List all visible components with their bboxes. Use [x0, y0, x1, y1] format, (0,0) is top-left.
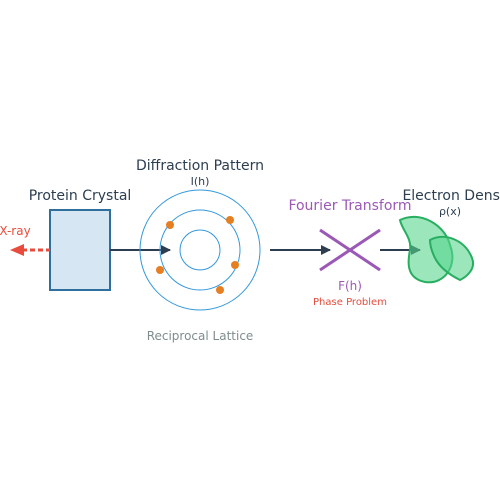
structure-factor-label: F(h)	[338, 279, 362, 293]
fourier-transform-label: Fourier Transform	[288, 198, 411, 214]
diffraction-spot	[216, 286, 224, 294]
diffraction-rings	[139, 189, 261, 311]
fourier-cross-icon	[319, 228, 381, 272]
rho-label: ρ(x)	[439, 205, 461, 218]
diffraction-spot	[231, 261, 239, 269]
crystal-box	[49, 209, 111, 291]
diffraction-title: Diffraction Pattern	[136, 158, 264, 174]
diffraction-spot	[166, 221, 174, 229]
xray-arrow-icon	[10, 244, 24, 256]
density-lobe-right	[428, 235, 474, 282]
ring-inner	[179, 229, 221, 271]
xray-label: X-ray	[0, 224, 31, 238]
intensity-label: I(h)	[191, 175, 210, 188]
electron-density-label: Electron Density	[402, 188, 500, 204]
protein-crystal-label: Protein Crystal	[29, 188, 132, 204]
ring-outer	[139, 189, 261, 311]
ring-middle	[159, 209, 241, 291]
electron-density-blob-icon	[398, 215, 474, 284]
phase-problem-label: Phase Problem	[313, 297, 387, 308]
fourier-cross-line-2	[319, 228, 381, 272]
diffraction-spot	[226, 216, 234, 224]
reciprocal-lattice-label: Reciprocal Lattice	[147, 329, 254, 343]
diffraction-spot	[156, 266, 164, 274]
diffraction-spots	[156, 216, 239, 294]
